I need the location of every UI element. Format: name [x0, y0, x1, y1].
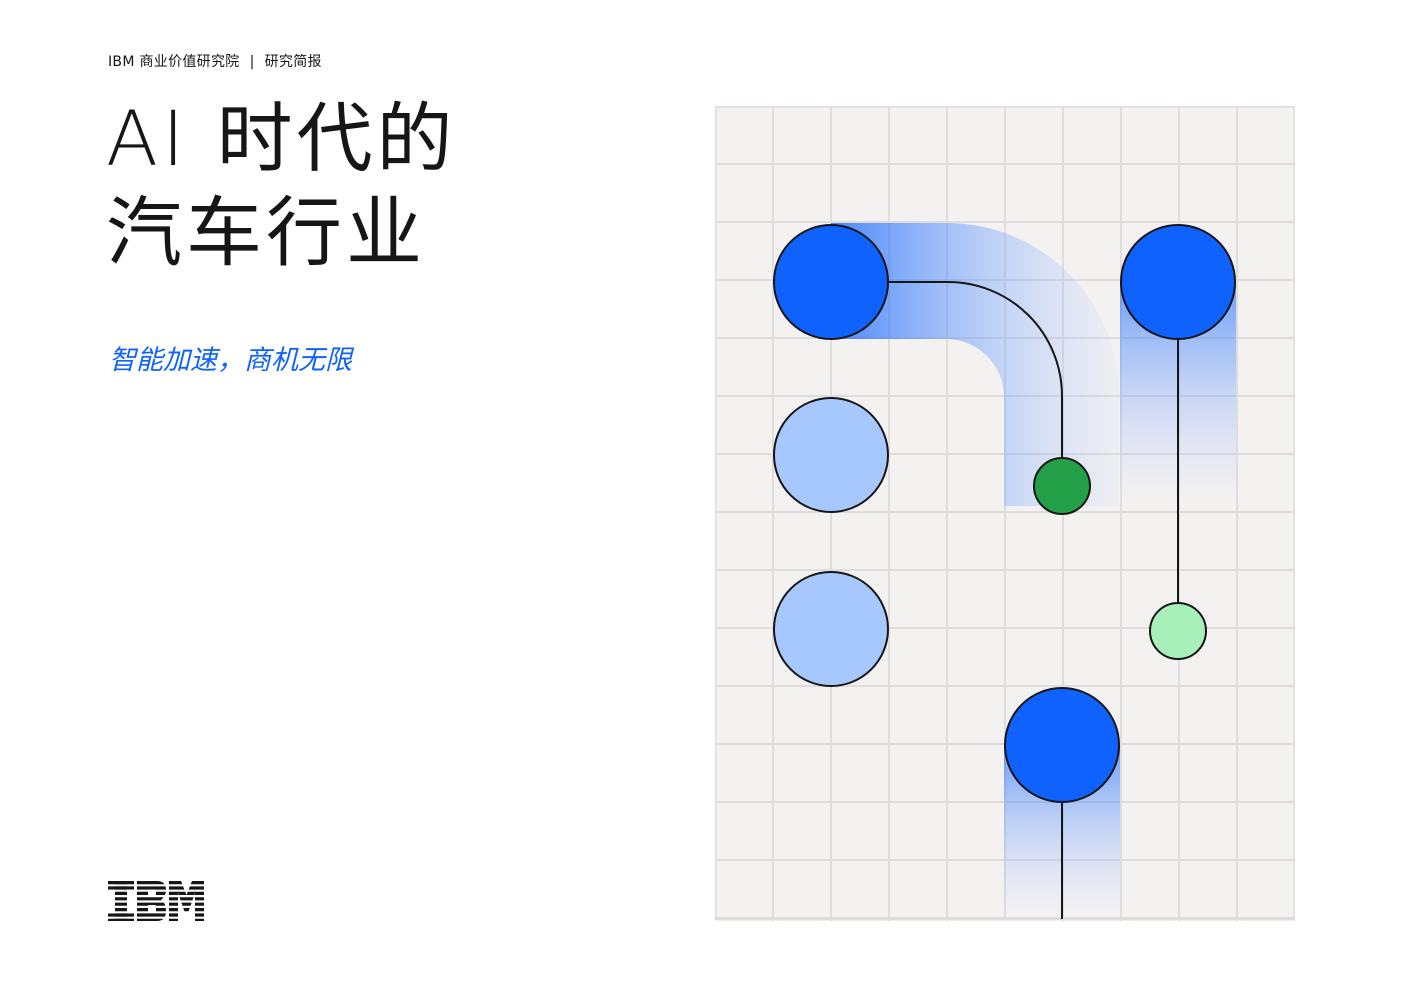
subtitle: 智能加速，商机无限 [109, 345, 352, 376]
connection-diagram-artwork [714, 105, 1296, 925]
blue-node-top-right [1120, 224, 1236, 340]
curved-gradient-trail [831, 223, 1119, 506]
title-line-2: 汽车行业 [106, 188, 426, 277]
report-header: IBM 商业价值研究院 | 研究简报 [108, 51, 322, 71]
header-org: IBM 商业价值研究院 [108, 54, 240, 70]
header-doc-type: 研究简报 [264, 54, 322, 70]
light-blue-node-middle [773, 397, 889, 513]
title-line-1: AI 时代的 [106, 94, 457, 183]
header-separator: | [249, 54, 255, 70]
blue-node-top-left [773, 224, 889, 340]
green-node [1033, 457, 1091, 515]
page-title: AI 时代的 汽车行业 [106, 92, 457, 280]
curved-connector-line [889, 281, 1063, 486]
light-green-node [1149, 602, 1207, 660]
light-blue-node-lower [773, 571, 889, 687]
blue-node-bottom [1004, 687, 1120, 803]
ibm-logo-icon [108, 881, 204, 925]
